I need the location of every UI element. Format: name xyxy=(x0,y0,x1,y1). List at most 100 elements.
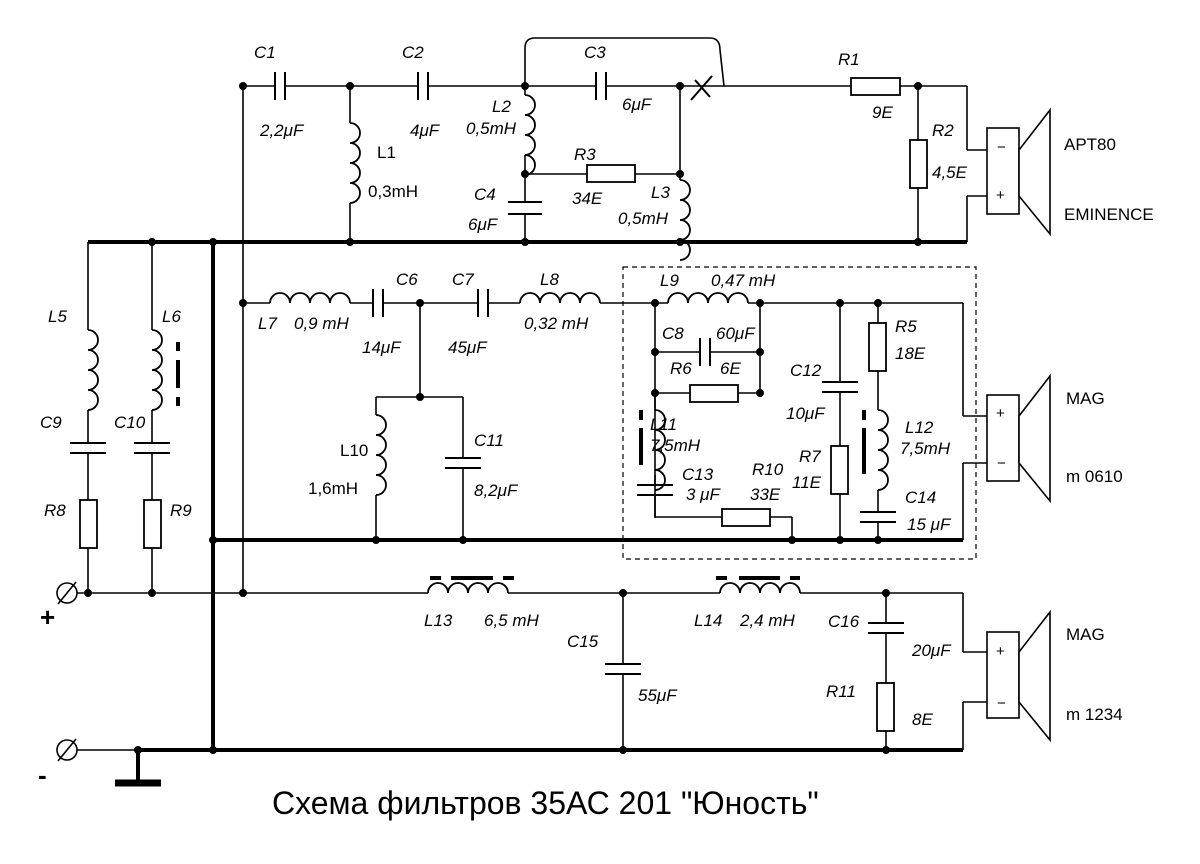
mid-brand: MAG xyxy=(1066,389,1105,408)
value-r5: 18E xyxy=(895,344,926,363)
value-l1: 0,3mH xyxy=(368,182,418,201)
label-l3: L3 xyxy=(651,183,670,202)
label-r9: R9 xyxy=(170,501,192,520)
inductor-l14 xyxy=(719,582,801,594)
label-r10: R10 xyxy=(752,460,784,479)
resistor-r9 xyxy=(143,499,162,549)
value-l2: 0,5mH xyxy=(466,119,517,138)
value-c15: 55μF xyxy=(638,686,678,705)
woofer-terminal-plus: + xyxy=(996,643,1005,660)
label-l12: L12 xyxy=(905,418,934,437)
inductor-l5 xyxy=(87,329,99,411)
value-l14: 2,4 mH xyxy=(739,611,796,630)
value-r11: 8E xyxy=(912,710,933,729)
value-l11: 7,5mH xyxy=(650,436,701,455)
resistor-r5 xyxy=(868,322,887,372)
woofer-model: m 1234 xyxy=(1066,705,1123,724)
value-c3: 6μF xyxy=(622,95,653,114)
label-l14: L14 xyxy=(694,611,722,630)
value-c11: 8,2μF xyxy=(474,481,519,500)
capacitors xyxy=(70,72,904,675)
mid-terminal-plus: + xyxy=(996,405,1005,422)
label-l9: L9 xyxy=(660,271,679,290)
label-l5: L5 xyxy=(48,307,67,326)
woofer-terminal-minus: − xyxy=(997,695,1006,712)
label-c3: C3 xyxy=(584,43,606,62)
value-c16: 20μF xyxy=(911,641,952,660)
label-l1: L1 xyxy=(377,143,396,162)
label-l10: L10 xyxy=(340,441,368,460)
value-c7: 45μF xyxy=(448,338,488,357)
inductor-l1 xyxy=(349,122,361,204)
speaker-tweeter xyxy=(986,107,1051,237)
value-c4: 6μF xyxy=(468,215,499,234)
inductor-l8 xyxy=(519,292,601,304)
value-r10: 33E xyxy=(750,485,781,504)
label-r6: R6 xyxy=(670,359,692,378)
value-c14: 15 μF xyxy=(907,515,952,534)
label-c6: C6 xyxy=(396,270,418,289)
value-c2: 4μF xyxy=(410,121,441,140)
inductor-l7 xyxy=(269,292,351,304)
label-r3: R3 xyxy=(574,145,596,164)
label-r5: R5 xyxy=(895,317,917,336)
mid-terminal-minus: − xyxy=(997,455,1006,472)
label-r2: R2 xyxy=(932,121,954,140)
label-c8: C8 xyxy=(662,324,684,343)
speaker-mid xyxy=(986,373,1051,504)
label-c14: C14 xyxy=(905,488,936,507)
component-labels: C1 2,2μF C2 4μF C3 6μF L1 0,3mH L2 0,5mH… xyxy=(40,43,968,729)
label-c10: C10 xyxy=(114,413,146,432)
woofer-brand: MAG xyxy=(1066,625,1105,644)
label-c16: C16 xyxy=(828,612,860,631)
break-mark xyxy=(690,75,713,101)
resistor-r7 xyxy=(830,445,849,495)
resistor-r3 xyxy=(586,164,636,183)
resistor-r11 xyxy=(876,682,895,732)
value-l3: 0,5mH xyxy=(618,209,669,228)
label-c13: C13 xyxy=(682,465,714,484)
label-c11: C11 xyxy=(474,431,504,450)
input-terminal-minus xyxy=(56,738,78,762)
value-c8: 60μF xyxy=(716,324,756,343)
resistors xyxy=(79,77,928,732)
value-l7: 0,9 mH xyxy=(294,314,350,333)
label-l8: L8 xyxy=(540,270,559,289)
label-c2: C2 xyxy=(402,43,424,62)
junctions xyxy=(84,82,922,754)
label-l2: L2 xyxy=(492,97,511,116)
value-l10: 1,6mH xyxy=(308,479,358,498)
label-r8: R8 xyxy=(44,501,66,520)
value-l13: 6,5 mH xyxy=(484,611,540,630)
value-r3: 34E xyxy=(572,189,603,208)
label-r1: R1 xyxy=(838,50,860,69)
value-r6: 6E xyxy=(720,359,741,378)
inductor-l2 xyxy=(524,94,536,176)
speaker-labels: APT80 EMINENCE − + MAG m 0610 + − MAG m … xyxy=(996,135,1154,724)
tweeter-brand: APT80 xyxy=(1064,135,1116,154)
label-l11: L11 xyxy=(650,415,677,434)
label-l6: L6 xyxy=(162,307,181,326)
plus-sign: + xyxy=(40,602,55,632)
resistor-r1 xyxy=(850,77,901,96)
label-c9: C9 xyxy=(40,413,62,432)
core-marks xyxy=(176,342,866,580)
wires xyxy=(70,37,987,751)
diagram-title: Схема фильтров 35АС 201 "Юность" xyxy=(272,785,819,821)
minus-sign: - xyxy=(38,760,47,790)
value-c6: 14μF xyxy=(362,338,402,357)
label-c4: C4 xyxy=(474,185,496,204)
label-c7: C7 xyxy=(452,270,474,289)
midrange-group-box xyxy=(622,266,977,560)
value-l8: 0,32 mH xyxy=(524,314,589,333)
value-c13: 3 μF xyxy=(686,485,721,504)
tweeter-terminal-plus: + xyxy=(996,187,1005,204)
resistor-r6 xyxy=(689,384,739,403)
label-r7: R7 xyxy=(799,447,821,466)
input-terminal-plus xyxy=(56,581,78,605)
label-l7: L7 xyxy=(258,314,277,333)
tweeter-maker: EMINENCE xyxy=(1064,205,1154,224)
tweeter-terminal-minus: − xyxy=(997,139,1006,156)
resistor-r10 xyxy=(721,508,771,527)
label-c15: C15 xyxy=(567,632,599,651)
